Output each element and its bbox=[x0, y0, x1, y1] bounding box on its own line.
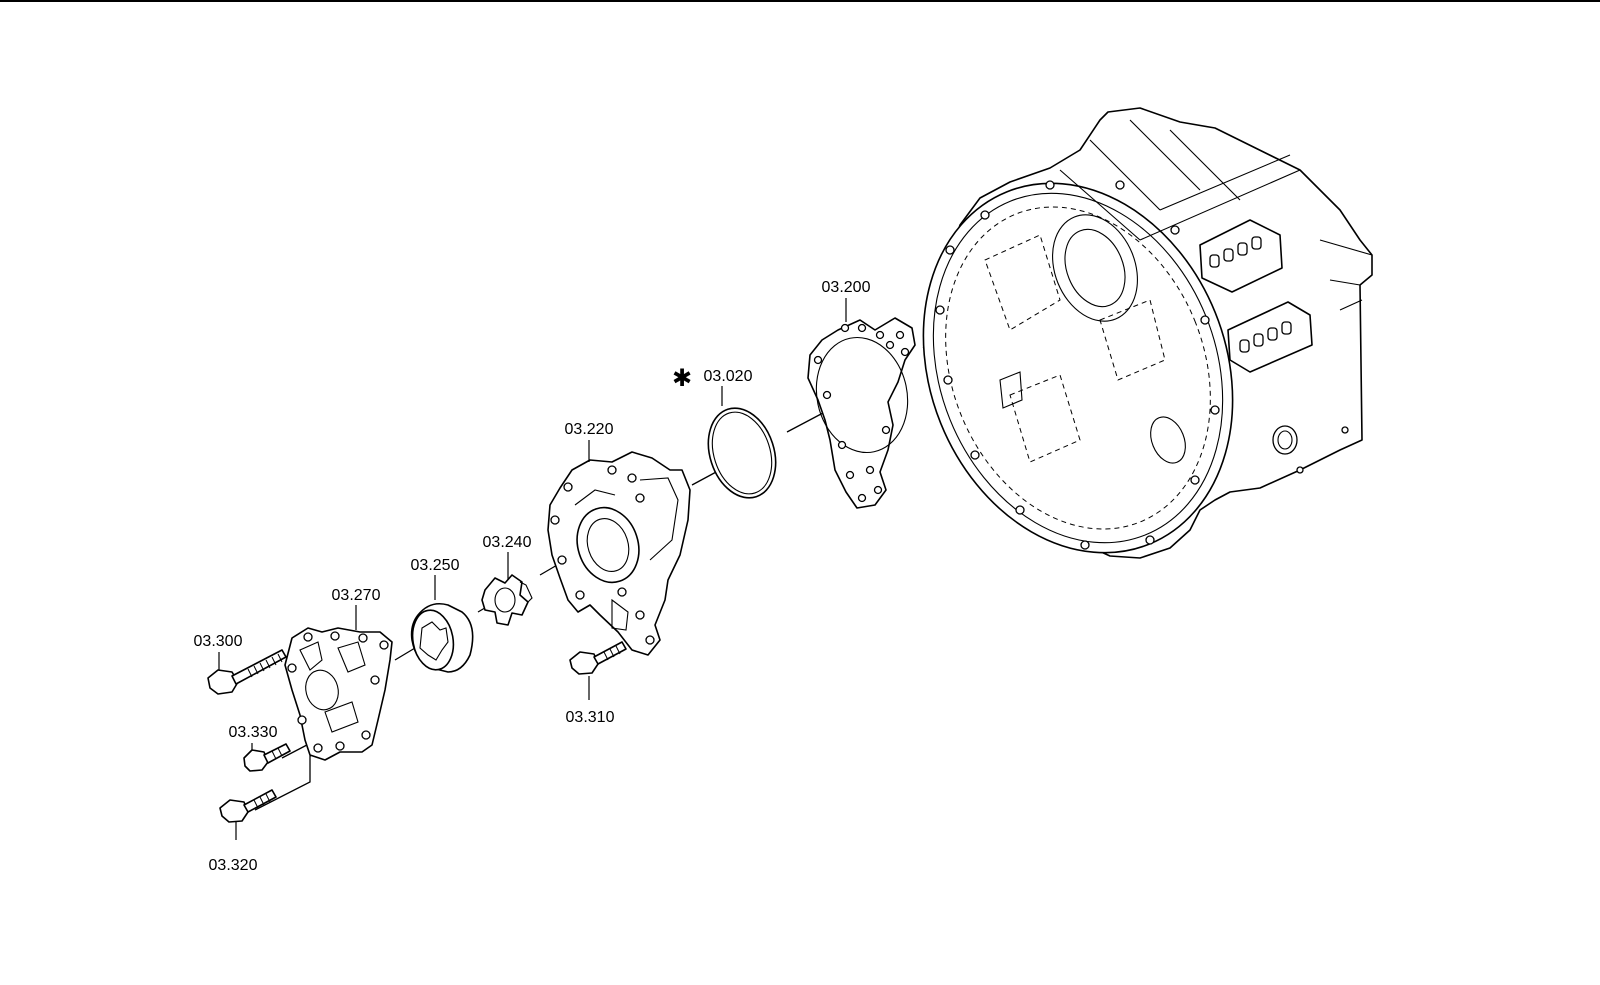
bolt-03-310 bbox=[569, 641, 627, 675]
asterisk-marker: ✱ bbox=[672, 365, 692, 392]
part-labels: 03.300 03.330 03.320 03.270 03.250 03.24… bbox=[194, 279, 871, 874]
label-03-310: 03.310 bbox=[566, 709, 615, 726]
bolt-03-320 bbox=[219, 789, 277, 823]
label-03-300: 03.300 bbox=[194, 633, 243, 650]
label-03-220: 03.220 bbox=[565, 421, 614, 438]
label-03-270: 03.270 bbox=[332, 587, 381, 604]
label-03-250: 03.250 bbox=[411, 557, 460, 574]
cover-03-270 bbox=[284, 627, 393, 761]
bolt-03-300 bbox=[207, 649, 287, 695]
label-03-330: 03.330 bbox=[229, 724, 278, 741]
leader-lines bbox=[218, 298, 847, 840]
label-03-240: 03.240 bbox=[483, 534, 532, 551]
pump-housing-03-220 bbox=[547, 451, 691, 656]
label-03-200: 03.200 bbox=[822, 279, 871, 296]
pump-ring-03-250 bbox=[410, 602, 474, 673]
rotor-03-240 bbox=[481, 574, 533, 626]
label-03-320: 03.320 bbox=[209, 857, 258, 874]
transmission-housing bbox=[922, 107, 1373, 559]
label-03-020: 03.020 bbox=[704, 368, 753, 385]
o-ring-03-020 bbox=[707, 407, 777, 499]
top-border-line bbox=[0, 0, 1600, 2]
bolt-03-330 bbox=[243, 743, 291, 772]
gasket-03-200 bbox=[807, 317, 916, 509]
